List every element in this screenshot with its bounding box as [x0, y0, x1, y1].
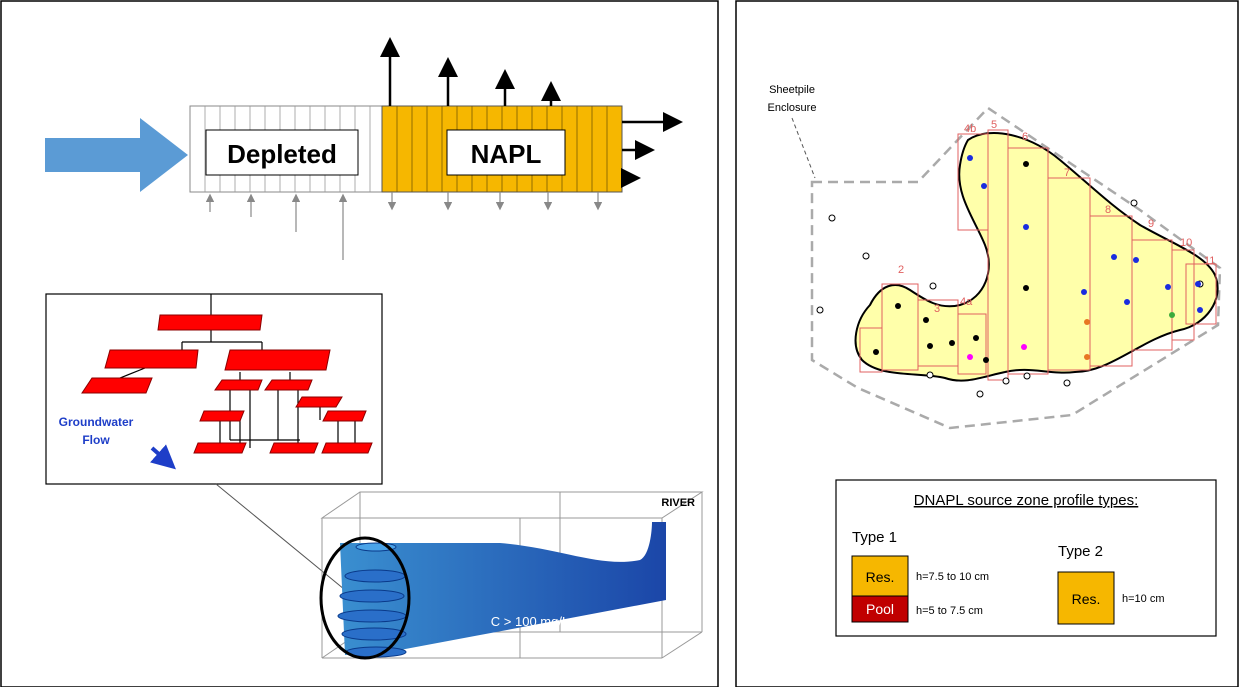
type2-res-swatch: [1057, 571, 1115, 625]
concentration-label: C > 100 mg/L: [491, 614, 569, 629]
left-panel-border: [0, 0, 719, 687]
monitoring-points-blue: [967, 155, 1203, 313]
groundwater-flow-arrow: [150, 444, 176, 470]
type1-pool-label: Pool: [866, 601, 894, 617]
type1-pool-swatch: [851, 595, 909, 623]
downward-arrows: [387, 192, 603, 211]
vertical-flux-arrows: [380, 37, 561, 106]
depleted-label: Depleted: [227, 139, 337, 169]
napl-pool-plates: [81, 294, 373, 454]
type1-label: Type 1: [852, 529, 897, 546]
source-highlight-circle: [319, 536, 411, 660]
sheetpile-label: Sheetpile: [769, 84, 815, 96]
right-panel-border: [735, 0, 1239, 687]
enclosure-label: Enclosure: [768, 102, 817, 114]
inflow-arrows: [205, 193, 348, 260]
type1-res-height: h=7.5 to 10 cm: [916, 571, 989, 583]
sheetpile-pointer: [791, 117, 816, 179]
monitoring-points-black: [873, 161, 1029, 363]
inset-connector: [215, 483, 351, 595]
flow-direction-arrow: [45, 118, 188, 192]
zone-label-4a: 4a: [960, 296, 973, 308]
zone-label-4b: 4b: [964, 123, 976, 135]
zone-numbers: 2 3 4a 4b 5 6 7 8 9 10 11: [898, 119, 1215, 315]
legend-title: DNAPL source zone profile types:: [914, 492, 1139, 509]
napl-label: NAPL: [471, 139, 542, 169]
river-label: RIVER: [661, 497, 695, 509]
zone-label-11: 11: [1204, 255, 1215, 267]
outflow-arrows: [621, 112, 683, 188]
zone-label-3: 3: [934, 303, 940, 315]
zone-label-5: 5: [991, 119, 997, 131]
type1-pool-height: h=5 to 7.5 cm: [916, 605, 983, 617]
groundwater-label: Groundwater: [59, 415, 134, 429]
type2-label: Type 2: [1058, 543, 1103, 560]
zone-label-10: 10: [1180, 237, 1192, 249]
contaminant-plume: [340, 522, 666, 655]
monitoring-points-colored: [967, 312, 1175, 360]
monitoring-points-open: [816, 199, 1204, 398]
source-zone: [854, 132, 1219, 382]
zone-label-6: 6: [1022, 131, 1028, 143]
flow-label: Flow: [82, 433, 110, 447]
type2-res-height: h=10 cm: [1122, 593, 1165, 605]
sheetpile-enclosure: [810, 106, 1222, 430]
depleted-region: Depleted: [189, 105, 383, 193]
zone-label-8: 8: [1105, 204, 1111, 216]
napl-region: NAPL: [381, 105, 623, 193]
type1-res-swatch: [851, 555, 909, 597]
type2-res-label: Res.: [1072, 591, 1101, 607]
zone-label-2: 2: [898, 264, 904, 276]
type1-res-label: Res.: [866, 569, 895, 585]
zone-label-7: 7: [1064, 167, 1070, 179]
zone-label-9: 9: [1148, 218, 1154, 230]
